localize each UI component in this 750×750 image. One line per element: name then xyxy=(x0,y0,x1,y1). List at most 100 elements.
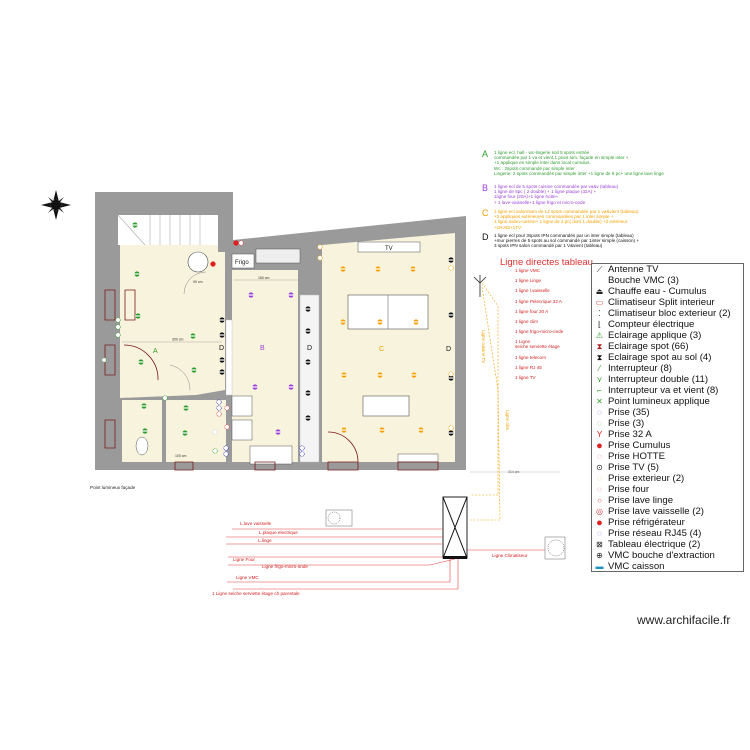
legend-item: ⁄Interrupteur (8) xyxy=(592,363,743,374)
legend-label: Prise HOTTE xyxy=(608,451,666,462)
line-label-vmc: Ligne VMC xyxy=(236,575,259,580)
outlet-washer-icon: ○ xyxy=(597,496,602,505)
outlet-icon xyxy=(317,244,323,250)
note-line: 1 ligne ecl pour 3spots IPN commandés pa… xyxy=(494,233,634,238)
outlet-32a-icon: Y xyxy=(596,430,603,439)
room-label-a: A xyxy=(153,348,158,355)
spot-icon xyxy=(182,430,188,436)
spot-icon xyxy=(183,405,189,411)
spot-icon xyxy=(340,319,346,325)
legend-item: ◌Prise exterieur (2) xyxy=(592,473,743,484)
direct-line-item: 1 ligne frigo-micro-onde xyxy=(515,329,564,335)
note-line: + 1 lave-vaisselle+1 ligne frigo et micr… xyxy=(494,199,586,205)
legend-item: Y Prise 32 A xyxy=(592,429,743,440)
legend-item: ◌Prise réseau RJ45 (4) xyxy=(592,528,743,539)
room-label-d-island: D xyxy=(307,345,312,352)
line-label-towel-dryer: 1 Ligne seiche serviette étage ch parent… xyxy=(212,591,300,596)
note-line: Wc : 2spots commandé par simple inter xyxy=(494,165,575,171)
spot-icon xyxy=(375,266,381,272)
spot-icon xyxy=(219,317,225,323)
outlet-icon xyxy=(162,395,168,401)
outlet-oven-icon: ◌ xyxy=(597,485,602,494)
outlet-cumulus-icon: ● xyxy=(596,439,603,452)
outlet-fridge-icon: ● xyxy=(596,516,603,529)
spot-icon xyxy=(377,372,383,378)
outlet-icon: ◌ xyxy=(597,408,602,417)
legend-label: Tableau électrique (2) xyxy=(608,539,701,550)
note-line: +1 applique en simple inter dans local c… xyxy=(494,160,591,166)
floor-spot-icon: ⧗ xyxy=(596,352,603,362)
spot-icon xyxy=(448,375,454,381)
outlet-icon xyxy=(233,240,239,246)
vmc-box-icon: ▬ xyxy=(595,562,604,571)
note-line: 1ligne four (20A)+1 ligne hotte+ xyxy=(494,194,559,200)
outlet-icon xyxy=(223,451,229,457)
spot-icon xyxy=(288,384,294,390)
legend-label: Compteur électrique xyxy=(608,319,695,330)
meter-icon: ⌊ xyxy=(597,320,602,329)
legend-item: ⊙Prise TV (5) xyxy=(592,462,743,473)
legend-item: ⚠Eclairage applique (3) xyxy=(592,330,743,341)
spot-icon xyxy=(141,403,147,409)
dining-table xyxy=(362,395,410,417)
legend-label: Prise réseau RJ45 (4) xyxy=(608,528,702,539)
legend-item: ◌Prise (35) xyxy=(592,407,743,418)
note-line: 1 ligne ecl de 5 spots cuisine commandée… xyxy=(494,184,619,189)
legend-item: ✕Point lumineux applique xyxy=(592,396,743,407)
dim-outside: 314 cm xyxy=(508,470,520,474)
light-point-icon: ✕ xyxy=(596,397,603,406)
legend-item: ●Prise réfrigérateur xyxy=(592,516,743,529)
vmc-vent-icon xyxy=(594,276,605,286)
note-line: 1 ligne salon-cuisine+ 1 ligne de 4 pc( … xyxy=(494,219,628,225)
double-switch-icon: ⋎ xyxy=(596,375,603,384)
note-line: 3 spots IPN salon commandé par 1 V&vient… xyxy=(494,243,603,249)
direct-line-item: 1 ligne four 20 A xyxy=(515,308,549,314)
line-label-hob: L.plaque electrique xyxy=(259,530,298,535)
ac-split-icon: ▭ xyxy=(595,298,604,307)
direct-line-item: 1 ligne VMC xyxy=(515,268,541,273)
spot-icon xyxy=(219,332,225,338)
legend-label: Interrupteur va et vient (8) xyxy=(608,385,719,396)
room-c-salon xyxy=(322,233,455,462)
orange-line-label-clim: Ligne clim xyxy=(505,410,510,431)
outlet-icon xyxy=(224,424,230,430)
spot-icon: ⧗ xyxy=(596,341,603,351)
spot-icon xyxy=(135,313,141,319)
outlet-icon xyxy=(115,332,121,338)
spot-icon xyxy=(288,292,294,298)
outlet-icon xyxy=(448,371,454,377)
legend-label: Prise lave linge xyxy=(608,495,674,506)
ac-outdoor-icon: ⁚ xyxy=(598,309,601,318)
legend-item: ▭Climatiseur Split interieur xyxy=(592,297,743,308)
legend-label: Prise 32 A xyxy=(608,429,652,440)
dim-closet: 90 cm xyxy=(193,280,203,284)
outlet-icon xyxy=(216,405,222,411)
spot-icon xyxy=(219,369,225,375)
north-arrow-icon xyxy=(41,190,71,220)
spot-icon xyxy=(379,427,385,433)
spot-icon xyxy=(448,312,454,318)
dim-lingerie: 100 cm xyxy=(175,454,187,458)
ac-outdoor-unit xyxy=(544,536,566,560)
facade-light-label: Point lumineux façade xyxy=(90,485,136,490)
note-line: +2 appliques extérieures commandées par … xyxy=(494,214,614,220)
spot-icon xyxy=(190,333,196,339)
note-line: 1 ligne ecl salon/sam de 12 spots comman… xyxy=(494,209,639,214)
water-heater xyxy=(187,251,209,273)
electrical-panel xyxy=(442,496,468,559)
outlet-icon xyxy=(210,261,216,267)
room-label-c: C xyxy=(379,346,384,353)
room-label-d-right: D xyxy=(446,346,451,353)
orange-line-label-tv: Ligne cuisine TV xyxy=(481,330,486,363)
spot-icon xyxy=(305,390,311,396)
legend-item: ⧗Eclairage spot (66) xyxy=(592,341,743,352)
spot-icon xyxy=(448,257,454,263)
legend-item: ◌Prise HOTTE xyxy=(592,451,743,462)
room-label-d-left: D xyxy=(219,345,224,352)
spot-icon xyxy=(252,384,258,390)
spot-icon xyxy=(275,429,281,435)
note-letter: D xyxy=(482,232,489,242)
